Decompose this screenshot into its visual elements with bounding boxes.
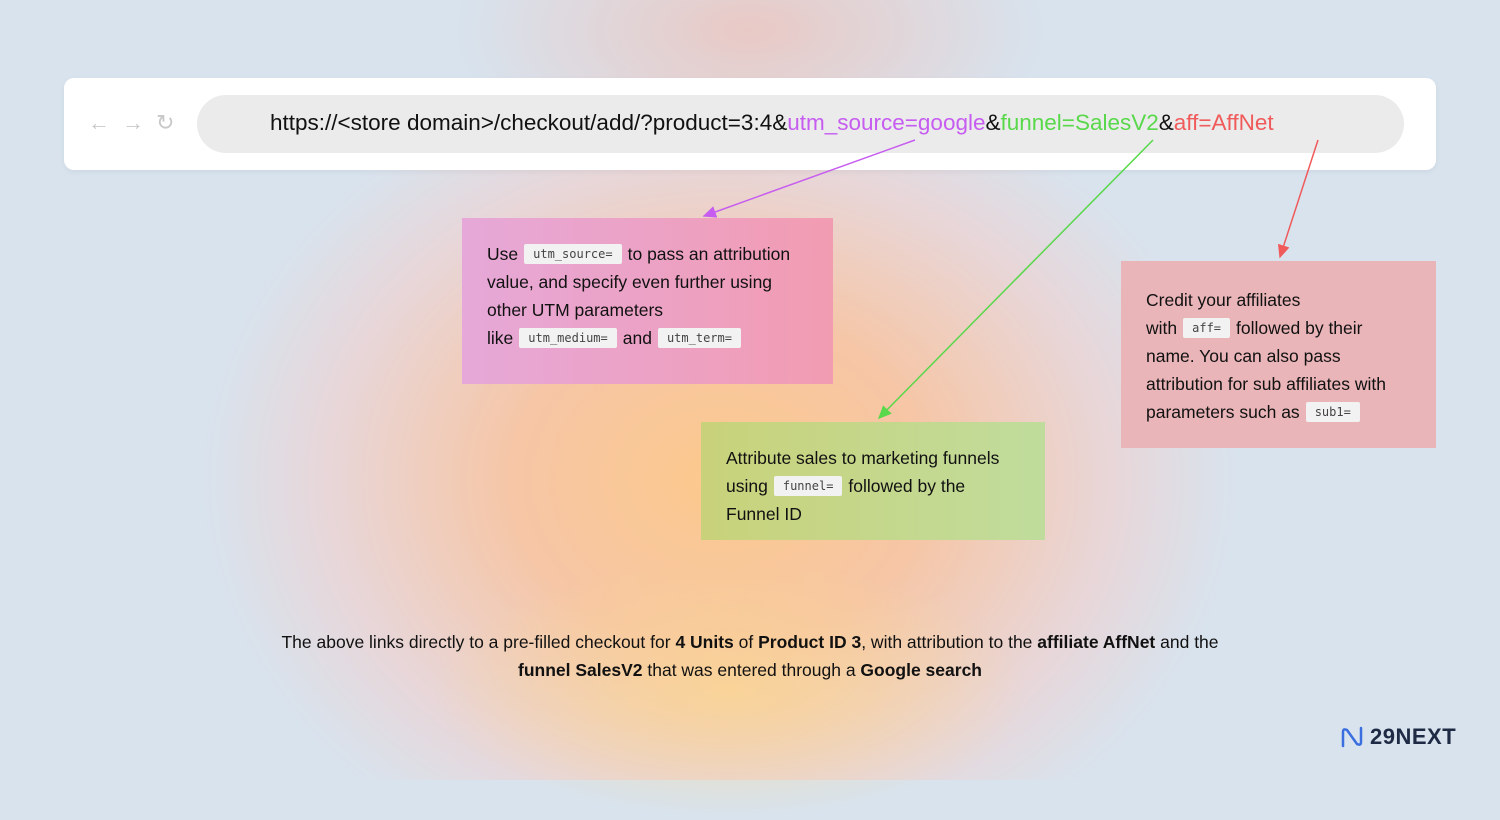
url-utm-param: utm_source=google xyxy=(787,110,986,135)
funnel-callout: Attribute sales to marketing funnels usi… xyxy=(701,422,1045,540)
callout-text: to pass an attribution value, and specif… xyxy=(487,244,791,348)
code-utm-medium: utm_medium= xyxy=(519,328,617,348)
caption-bold: funnel SalesV2 xyxy=(518,660,643,680)
caption-bold: 4 Units xyxy=(675,632,734,652)
nav-buttons: ← → ↻ xyxy=(88,112,174,134)
utm-arrow xyxy=(702,139,916,218)
code-utm-term: utm_term= xyxy=(657,328,741,348)
callout-text: followed by their name. You can also pas… xyxy=(1146,318,1386,422)
code-utm-source: utm_source= xyxy=(524,244,622,264)
caption-bold: Google search xyxy=(860,660,982,680)
code-aff: aff= xyxy=(1183,318,1231,338)
callout-text: Use xyxy=(487,244,519,264)
arrow-left-icon[interactable]: ← xyxy=(88,110,110,135)
funnel-arrow xyxy=(877,139,1154,420)
caption-text: and the xyxy=(1155,632,1219,652)
caption-bold: Product ID 3 xyxy=(758,632,862,652)
caption: The above links directly to a pre-filled… xyxy=(0,628,1500,684)
callout-text: Credit your affiliates with xyxy=(1146,290,1301,338)
url-aff-param: aff=AffNet xyxy=(1173,110,1274,135)
refresh-icon[interactable]: ↻ xyxy=(156,110,175,135)
arrows xyxy=(702,139,1319,420)
caption-bold: affiliate AffNet xyxy=(1037,632,1156,652)
url-funnel-param: funnel=SalesV2 xyxy=(1000,110,1159,135)
callout-text: Attribute sales to marketing funnels usi… xyxy=(726,448,1000,496)
code-sub1: sub1= xyxy=(1305,402,1360,422)
browser-bar: ← → ↻ https://<store domain>/checkout/ad… xyxy=(64,78,1436,170)
caption-text: of xyxy=(733,632,759,652)
background-glow xyxy=(430,560,1030,820)
callout-text: followed by the Funnel ID xyxy=(726,476,966,524)
url-separator: & xyxy=(1158,110,1174,135)
caption-text: that was entered through a xyxy=(642,660,861,680)
url-text: https://<store domain>/checkout/add/?pro… xyxy=(270,110,1274,136)
caption-text: , with attribution to the xyxy=(861,632,1038,652)
logo-text: 29NEXT xyxy=(1370,724,1457,749)
address-bar[interactable]: https://<store domain>/checkout/add/?pro… xyxy=(197,95,1404,153)
logo-icon xyxy=(1341,726,1363,748)
aff-arrow xyxy=(1278,139,1319,259)
url-separator: & xyxy=(985,110,1001,135)
brand-logo: 29NEXT xyxy=(1340,724,1456,750)
callout-text: and xyxy=(622,328,652,348)
url-base: https://<store domain>/checkout/add/?pro… xyxy=(270,110,788,135)
arrow-right-icon[interactable]: → xyxy=(122,110,144,135)
code-funnel: funnel= xyxy=(773,476,843,496)
caption-text: The above links directly to a pre-filled… xyxy=(281,632,676,652)
